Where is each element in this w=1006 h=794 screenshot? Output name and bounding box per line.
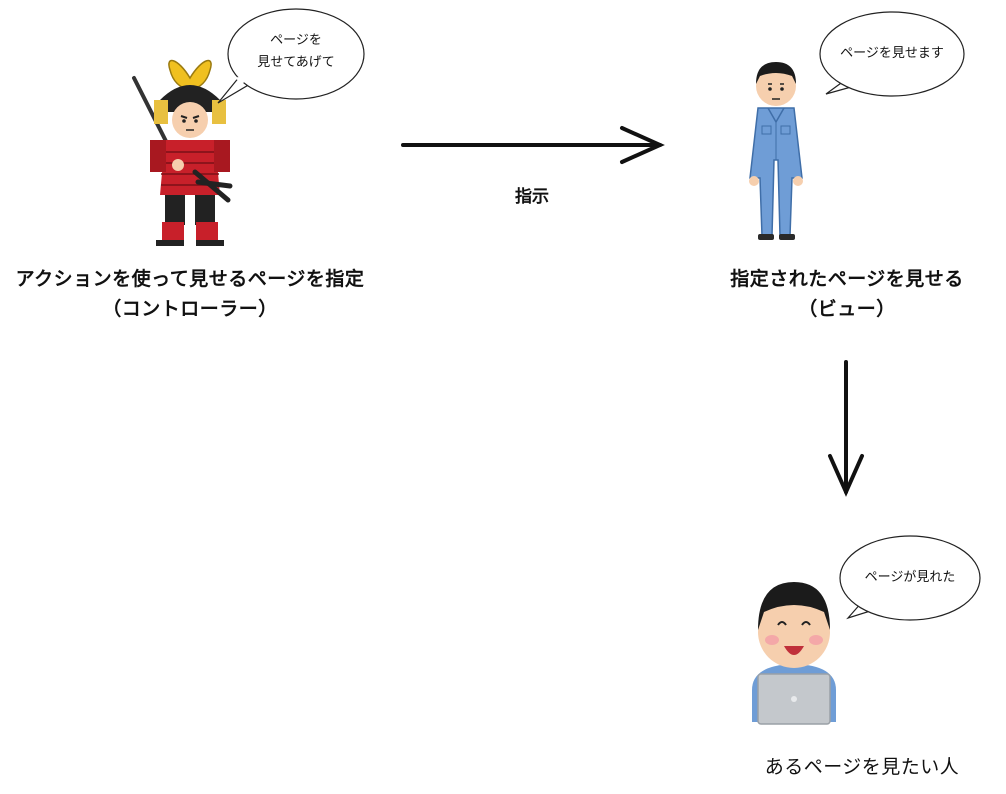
controller-bubble-line-2: 見せてあげて (257, 55, 335, 70)
controller-caption-line-1: アクションを使って見せるページを指定 (15, 268, 365, 290)
controller-bubble-text: ページを 見せてあげて (236, 30, 356, 74)
user-caption: あるページを見たい人 (764, 756, 960, 778)
samurai-illustration (132, 59, 233, 246)
arrow-view-to-user (828, 360, 864, 497)
laptop-user-illustration (752, 582, 836, 725)
arrow-controller-to-view (401, 126, 665, 164)
speech-bubble-controller (217, 8, 365, 104)
view-caption-line-2: （ビュー） (798, 298, 896, 320)
view-caption-line-1: 指定されたページを見せる (730, 268, 964, 290)
speech-bubble-user (839, 535, 981, 621)
view-bubble-text: ページを見せます (840, 46, 944, 61)
view-caption: 指定されたページを見せる （ビュー） (722, 264, 972, 324)
instruction-label: 指示 (515, 187, 549, 207)
user-bubble-text: ページが見れた (864, 570, 956, 585)
controller-caption-line-2: （コントローラー） (102, 298, 278, 320)
speech-bubble-view (819, 11, 965, 97)
controller-caption: アクションを使って見せるページを指定 （コントローラー） (8, 264, 372, 324)
controller-bubble-line-1: ページを (270, 33, 322, 48)
worker-illustration (749, 62, 803, 240)
